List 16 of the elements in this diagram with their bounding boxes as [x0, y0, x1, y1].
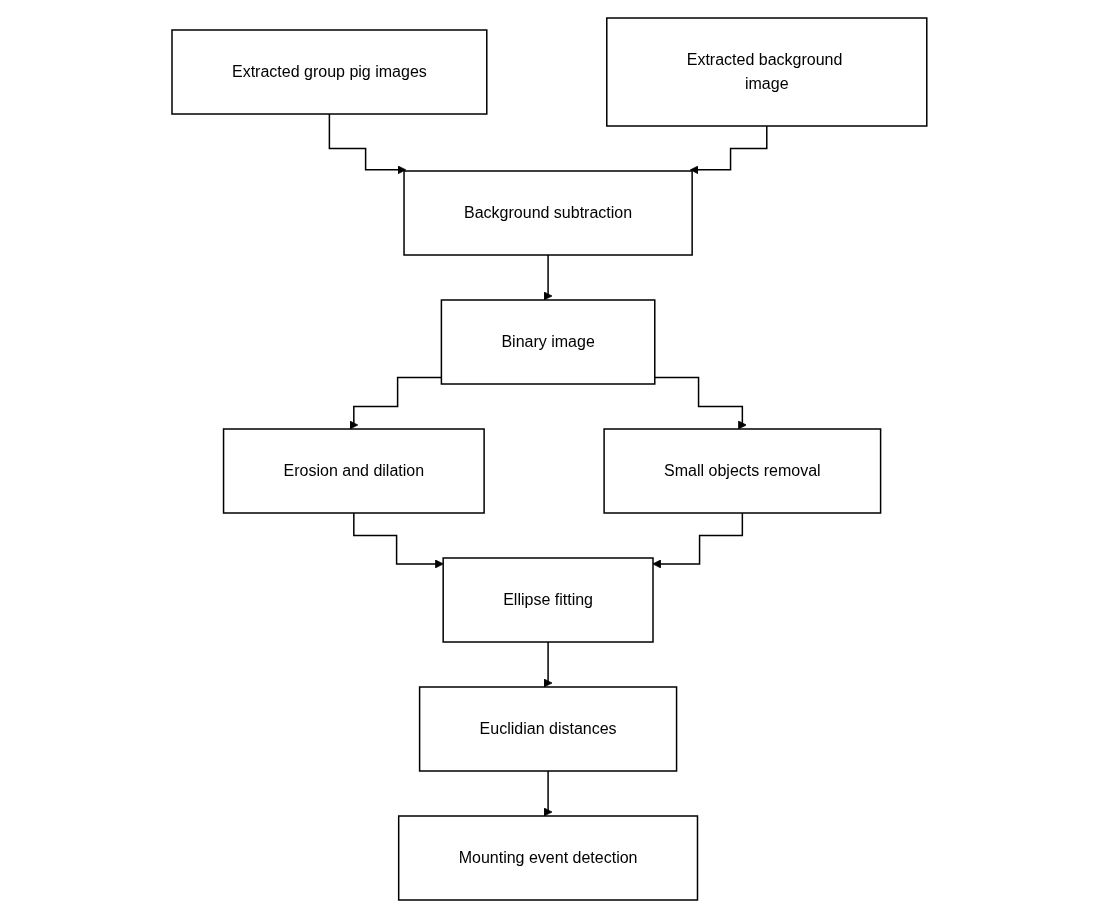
node-box: Binary image	[440, 299, 656, 385]
arrow	[690, 125, 768, 175]
arrow	[543, 641, 553, 688]
arrow	[543, 254, 553, 301]
node-box: Small objects removal	[603, 428, 882, 514]
node-box: Extracted background image	[606, 17, 928, 127]
arrow	[353, 512, 444, 569]
node-box: Mounting event detection	[398, 815, 699, 901]
arrow	[654, 376, 747, 430]
node-box: Erosion and dilation	[222, 428, 485, 514]
arrow	[328, 113, 407, 175]
node-box: Background subtraction	[403, 170, 693, 256]
node-box: Ellipse fitting	[442, 557, 654, 643]
node-box: Extracted group pig images	[171, 29, 488, 115]
node-box: Euclidian distances	[418, 686, 678, 772]
arrow	[543, 770, 553, 817]
